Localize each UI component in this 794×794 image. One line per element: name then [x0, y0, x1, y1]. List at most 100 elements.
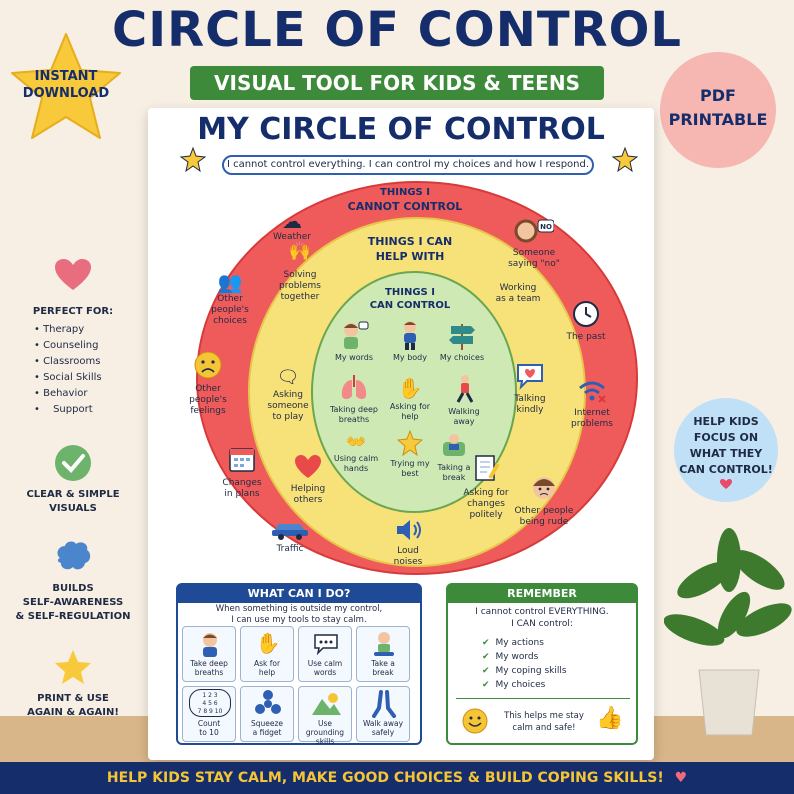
poster-title: MY CIRCLE OF CONTROL [197, 112, 605, 147]
divider [456, 698, 630, 699]
middle-ring-heading: THINGS I CAN HELP WITH [367, 235, 453, 263]
outer-item-other-peoples-choices: 👥 Other people's choices [194, 270, 266, 327]
inner-ring-heading: THINGS I CAN CONTROL [369, 287, 451, 311]
heart-icon [720, 479, 732, 489]
middle-item-talking-kindly: Talking kindly [494, 362, 566, 416]
calendar-icon [229, 448, 255, 472]
remember-check-item: ✔My choices [482, 680, 546, 690]
badge-line: INSTANT [34, 69, 98, 84]
remember-check-item: ✔My coping skills [482, 666, 567, 676]
heart-icon: ♥ [674, 770, 688, 786]
subtitle-banner: VISUAL TOOL FOR KIDS & TEENS [190, 66, 604, 100]
outer-item-weather: ☁ Weather [256, 210, 328, 243]
brain-icon [57, 541, 91, 570]
rain-cloud-icon: ☁ [282, 209, 302, 233]
list-item: Support [34, 402, 128, 418]
clock-icon [573, 301, 599, 327]
heart-icon [295, 455, 321, 478]
potted-plant-icon [664, 528, 792, 736]
sparkle-star-icon [611, 146, 639, 173]
perfect-for-heading: PERFECT FOR: [32, 306, 114, 317]
wifi-off-icon [579, 381, 606, 403]
remember-heading: REMEMBER [448, 585, 636, 603]
outer-item-loud-noises: Loud noises [372, 518, 444, 568]
outer-item-changes-in-plans: Changes in plans [206, 444, 278, 500]
kids-talking-icon: 🗨 [276, 367, 300, 388]
fidget-spinner-icon [255, 690, 281, 714]
list-item: Behavior [34, 386, 128, 402]
inner-item-deep-breaths: Taking deep breaths [326, 374, 382, 425]
uses-list: Therapy Counseling Classrooms Social Ski… [34, 322, 128, 418]
pdf-printable-badge: PDF PRINTABLE [660, 52, 776, 168]
reading-chair-icon [443, 434, 465, 456]
middle-item-working-as-team: Working as a team [482, 251, 554, 305]
remember-closing: This helps me stay calm and safe! [504, 711, 584, 733]
walking-icon [456, 375, 474, 403]
numbers-cloud-icon: 1 2 3 4 5 6 7 8 9 10 [189, 689, 231, 717]
speaker-icon [397, 520, 421, 540]
note-pencil-icon [475, 455, 500, 481]
middle-item-asking-to-play: 🗨 Asking someone to play [252, 366, 324, 423]
inner-item-taking-a-break: Taking a break [426, 430, 482, 483]
walking-legs-icon [372, 690, 396, 718]
calm-hands-icon: 👐 [346, 432, 366, 451]
middle-item-solving-problems: 🙌 Solving problems together [279, 241, 321, 302]
remember-check-item: ✔My actions [482, 638, 544, 648]
outer-item-traffic: Traffic [254, 518, 326, 555]
sparkle-star-icon [179, 146, 207, 173]
list-item: Social Skills [34, 370, 128, 386]
footer-text: HELP KIDS STAY CALM, MAKE GOOD CHOICES &… [106, 770, 664, 786]
footer-banner: HELP KIDS STAY CALM, MAKE GOOD CHOICES &… [0, 762, 794, 794]
people-icon: 👥 [217, 270, 243, 294]
feature-print-again: PRINT & USE AGAIN & AGAIN! [18, 648, 128, 720]
badge-line: PRINTABLE [668, 110, 768, 129]
outer-item-internet-problems: Internet problems [556, 376, 628, 430]
inner-item-calm-hands: 👐 Using calm hands [328, 430, 384, 474]
instant-download-badge: INSTANT DOWNLOAD [8, 30, 124, 146]
girl-no-icon: NO [514, 219, 555, 243]
raised-hand-icon: ✋ [397, 376, 423, 400]
inner-item-trying-my-best: Trying my best [382, 429, 438, 479]
list-item: Therapy [34, 322, 128, 338]
middle-item-helping-others: Helping others [272, 454, 344, 506]
what-can-i-do-subtext: When something is outside my control, I … [215, 604, 383, 625]
thumbs-up-icon: 👍 [596, 706, 624, 731]
raised-hand-icon: ✋ [255, 631, 281, 655]
star-icon [396, 429, 424, 457]
list-item: Classrooms [34, 354, 128, 370]
features-sidebar: PERFECT FOR: Therapy Counseling Classroo… [18, 256, 128, 418]
feature-clear-visuals: CLEAR & SIMPLE VISUALS [18, 444, 128, 516]
signpost-icon [449, 324, 475, 350]
car-icon [272, 524, 308, 540]
smiley-face-icon [462, 708, 488, 734]
list-item: Counseling [34, 338, 128, 354]
outer-ring-heading: THINGS I CANNOT CONTROL [347, 187, 463, 213]
mountain-sun-icon [312, 693, 341, 715]
feature-self-awareness: BUILDS SELF-AWARENESS & SELF-REGULATION [14, 538, 132, 624]
heart-icon [55, 259, 91, 290]
page-title: CIRCLE OF CONTROL [112, 2, 682, 58]
remember-check-item: ✔My words [482, 652, 539, 662]
inner-item-walking-away: Walking away [436, 374, 492, 427]
inner-item-my-words: My words [326, 320, 382, 363]
star-icon [55, 650, 91, 684]
boy-standing-icon [404, 321, 416, 350]
inner-item-my-choices: My choices [434, 320, 490, 363]
inner-item-my-body: My body [382, 320, 438, 363]
outer-item-other-peoples-feelings: Other people's feelings [172, 350, 244, 417]
boy-breathing-icon [203, 633, 217, 657]
boy-upset-icon [533, 477, 555, 499]
outer-item-someone-saying-no: NO Someone saying "no" [498, 218, 570, 270]
remember-intro: I cannot control EVERYTHING. I CAN contr… [475, 607, 609, 629]
what-can-i-do-heading: WHAT CAN I DO? [178, 585, 420, 603]
sitting-boy-icon [374, 632, 394, 656]
check-icon [55, 445, 91, 481]
speaking-boy-icon [344, 321, 369, 349]
